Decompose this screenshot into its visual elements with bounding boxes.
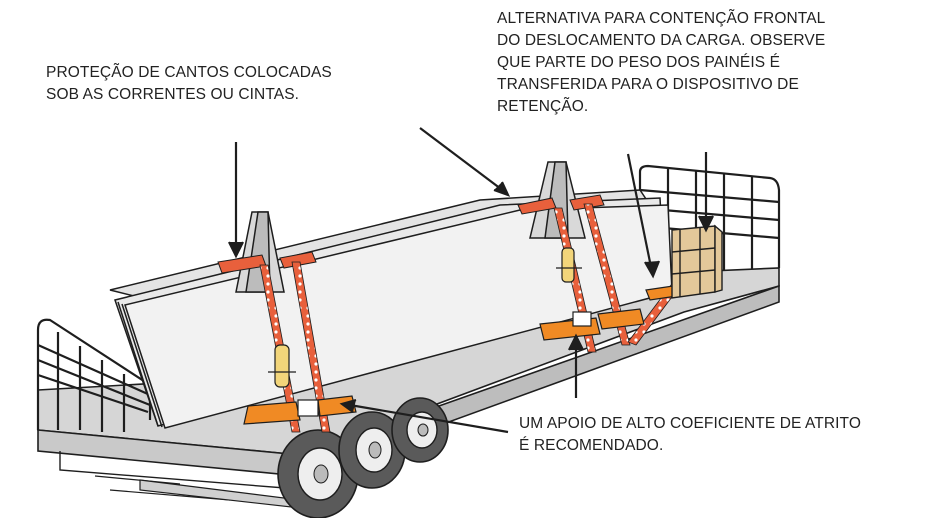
ratchet-tensioner-icon	[268, 247, 582, 388]
label-friction-support: UM APOIO DE ALTO COEFICIENTE DE ATRITO É…	[519, 413, 861, 457]
label-line: DO DESLOCAMENTO DA CARGA. OBSERVE	[497, 32, 826, 49]
label-line: PROTEÇÃO DE CANTOS COLOCADAS	[46, 64, 332, 81]
wheel-icon	[391, 397, 449, 463]
label-line: ALTERNATIVA PARA CONTENÇÃO FRONTAL	[497, 10, 826, 27]
annotation-arrows	[228, 127, 714, 434]
corner-protectors	[217, 194, 605, 274]
arrow-a-frame	[419, 127, 506, 193]
arrow-panel-weight	[626, 153, 654, 273]
label-line: QUE PARTE DO PESO DOS PAINÉIS É	[497, 54, 781, 71]
label-line: UM APOIO DE ALTO COEFICIENTE DE ATRITO	[519, 415, 861, 432]
label-line: TRANSFERIDA PARA O DISPOSITIVO DE	[497, 76, 799, 93]
label-line: É RECOMENDADO.	[519, 437, 664, 454]
support-blocks	[297, 311, 592, 417]
label-frontal-containment: ALTERNATIVA PARA CONTENÇÃO FRONTAL DO DE…	[497, 8, 825, 118]
label-corner-protection: PROTEÇÃO DE CANTOS COLOCADAS SOB AS CORR…	[46, 62, 332, 106]
wheel-icon	[338, 411, 406, 489]
arrow-friction-pad	[343, 402, 509, 434]
label-line: SOB AS CORRENTES OU CINTAS.	[46, 86, 300, 103]
label-line: RETENÇÃO.	[497, 98, 589, 115]
wooden-retention-crate-icon	[671, 224, 723, 299]
rear-railing	[36, 318, 152, 432]
